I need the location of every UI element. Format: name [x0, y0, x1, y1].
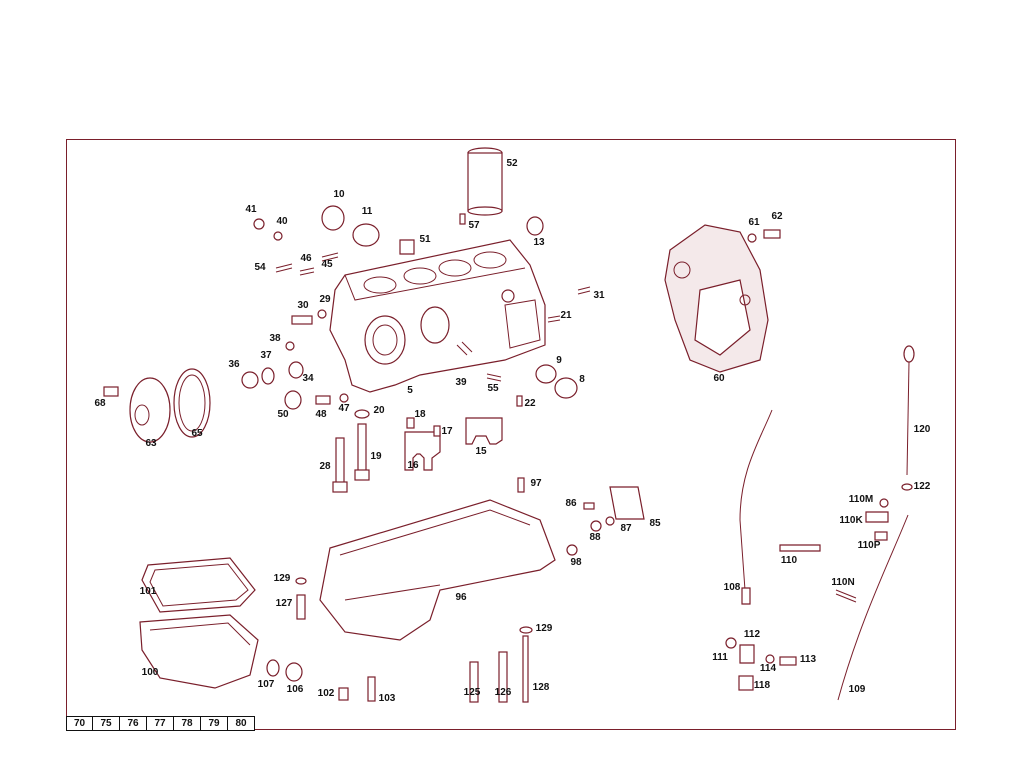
washer-part-3	[339, 393, 349, 403]
plug-part	[321, 205, 345, 231]
bushing-part	[738, 675, 754, 691]
washer-part-10	[765, 654, 775, 664]
diagram-frame	[66, 139, 956, 730]
bearing-cap-part	[404, 431, 441, 471]
washer-part-7	[605, 516, 615, 526]
stud-part-4	[577, 286, 591, 295]
screw-part-2	[338, 687, 349, 701]
washer-part-2	[317, 309, 327, 319]
washer-part	[273, 231, 283, 241]
cap-part-2	[284, 390, 302, 410]
bolt-part-8	[498, 651, 508, 703]
stud-part-2	[299, 267, 315, 276]
bolt-part-5	[874, 531, 888, 541]
page-tab-70[interactable]: 70	[66, 716, 93, 731]
plug-part-4	[554, 377, 578, 399]
bolt-part-2	[315, 395, 331, 405]
dipstick-tube-part	[739, 409, 773, 591]
bracket-part-2	[835, 589, 857, 603]
plug-part-5	[566, 544, 578, 556]
bolt-part-7	[469, 661, 479, 703]
page-tab-79[interactable]: 79	[201, 716, 228, 731]
page-tab-80[interactable]: 80	[228, 716, 255, 731]
page-tab-77[interactable]: 77	[147, 716, 174, 731]
bolt-part-4	[763, 229, 781, 239]
page-tab-75[interactable]: 75	[93, 716, 120, 731]
clip-part	[865, 511, 889, 523]
dipstick-handle-part	[903, 345, 915, 363]
washer-part-6	[879, 498, 889, 508]
flywheel-housing-part	[664, 224, 769, 373]
bolt-part	[291, 315, 313, 325]
cover-part	[129, 377, 171, 443]
nut-part-2	[590, 520, 602, 532]
lower-pan-part	[139, 614, 259, 689]
stud-part-7	[486, 373, 502, 382]
dowel-part-2	[433, 425, 441, 437]
sleeve-part	[739, 644, 755, 664]
ring-part	[526, 216, 544, 236]
cylinder-liner-part	[467, 147, 503, 216]
seal-part-3	[901, 483, 913, 491]
screw-part-3	[367, 676, 376, 702]
pin-part-2	[516, 395, 523, 407]
nut-part	[253, 218, 265, 230]
washer-part-4	[354, 409, 370, 419]
plug-part-3	[241, 371, 259, 389]
washer-part-5	[747, 233, 757, 243]
gasket-part	[173, 368, 211, 438]
washer-part-9	[519, 626, 533, 634]
dowel-part	[406, 417, 415, 429]
bracket-part	[779, 544, 821, 552]
stud-part	[275, 263, 293, 273]
stud-part-3	[321, 252, 339, 262]
baffle-part	[609, 486, 645, 520]
seal-part	[352, 223, 380, 247]
bolt-part-6	[296, 594, 306, 620]
stud-part-6	[456, 341, 473, 356]
seal-ring-part	[261, 367, 275, 385]
drain-plug-part	[285, 662, 303, 682]
seal-part-2	[535, 364, 557, 384]
page-tab-78[interactable]: 78	[174, 716, 201, 731]
bolt-part-9	[779, 656, 797, 666]
dipstick-part	[906, 361, 910, 476]
seal-ring-part-2	[266, 659, 280, 677]
washer-part-8	[295, 577, 307, 585]
pin-part-3	[517, 477, 525, 493]
dipstick-guide-part	[837, 514, 909, 701]
cap-part	[288, 361, 304, 379]
oil-pan-part	[319, 499, 556, 641]
pin-part	[459, 213, 466, 225]
engine-block-part	[329, 239, 546, 393]
screw-part	[583, 502, 595, 510]
bolt-part-3	[103, 386, 119, 397]
plug-part-2	[285, 341, 295, 351]
bolt-long-part-3	[522, 635, 529, 703]
sender-part	[399, 239, 415, 255]
stud-part-5	[547, 315, 561, 323]
pan-gasket-part	[141, 557, 256, 613]
nut-part-3	[725, 637, 737, 649]
page-tab-76[interactable]: 76	[120, 716, 147, 731]
bearing-cap-part-2	[465, 417, 503, 445]
